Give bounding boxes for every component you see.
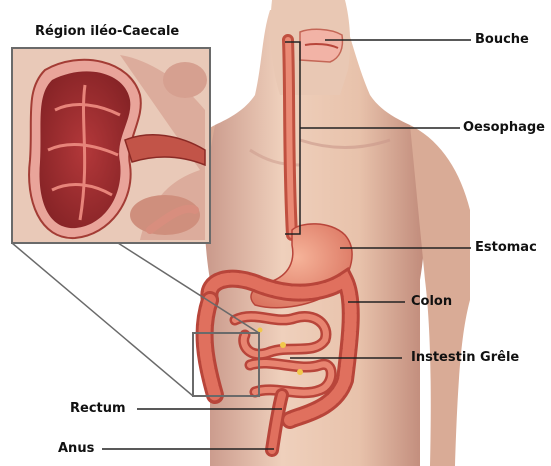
label-oesophage: Oesophage bbox=[463, 120, 545, 135]
zoom-connector bbox=[12, 243, 193, 396]
label-estomac: Estomac bbox=[475, 240, 537, 255]
mouth-organ bbox=[300, 29, 343, 62]
inset-title: Région iléo-Caecale bbox=[35, 24, 179, 39]
inset-ileocecal-panel bbox=[12, 48, 210, 243]
esophagus-organ bbox=[288, 40, 292, 235]
label-rectum: Rectum bbox=[70, 401, 126, 416]
label-colon: Colon bbox=[411, 294, 452, 309]
label-anus: Anus bbox=[58, 441, 94, 456]
label-bouche: Bouche bbox=[475, 32, 529, 47]
label-intestin: Instestin Grêle bbox=[411, 350, 519, 365]
